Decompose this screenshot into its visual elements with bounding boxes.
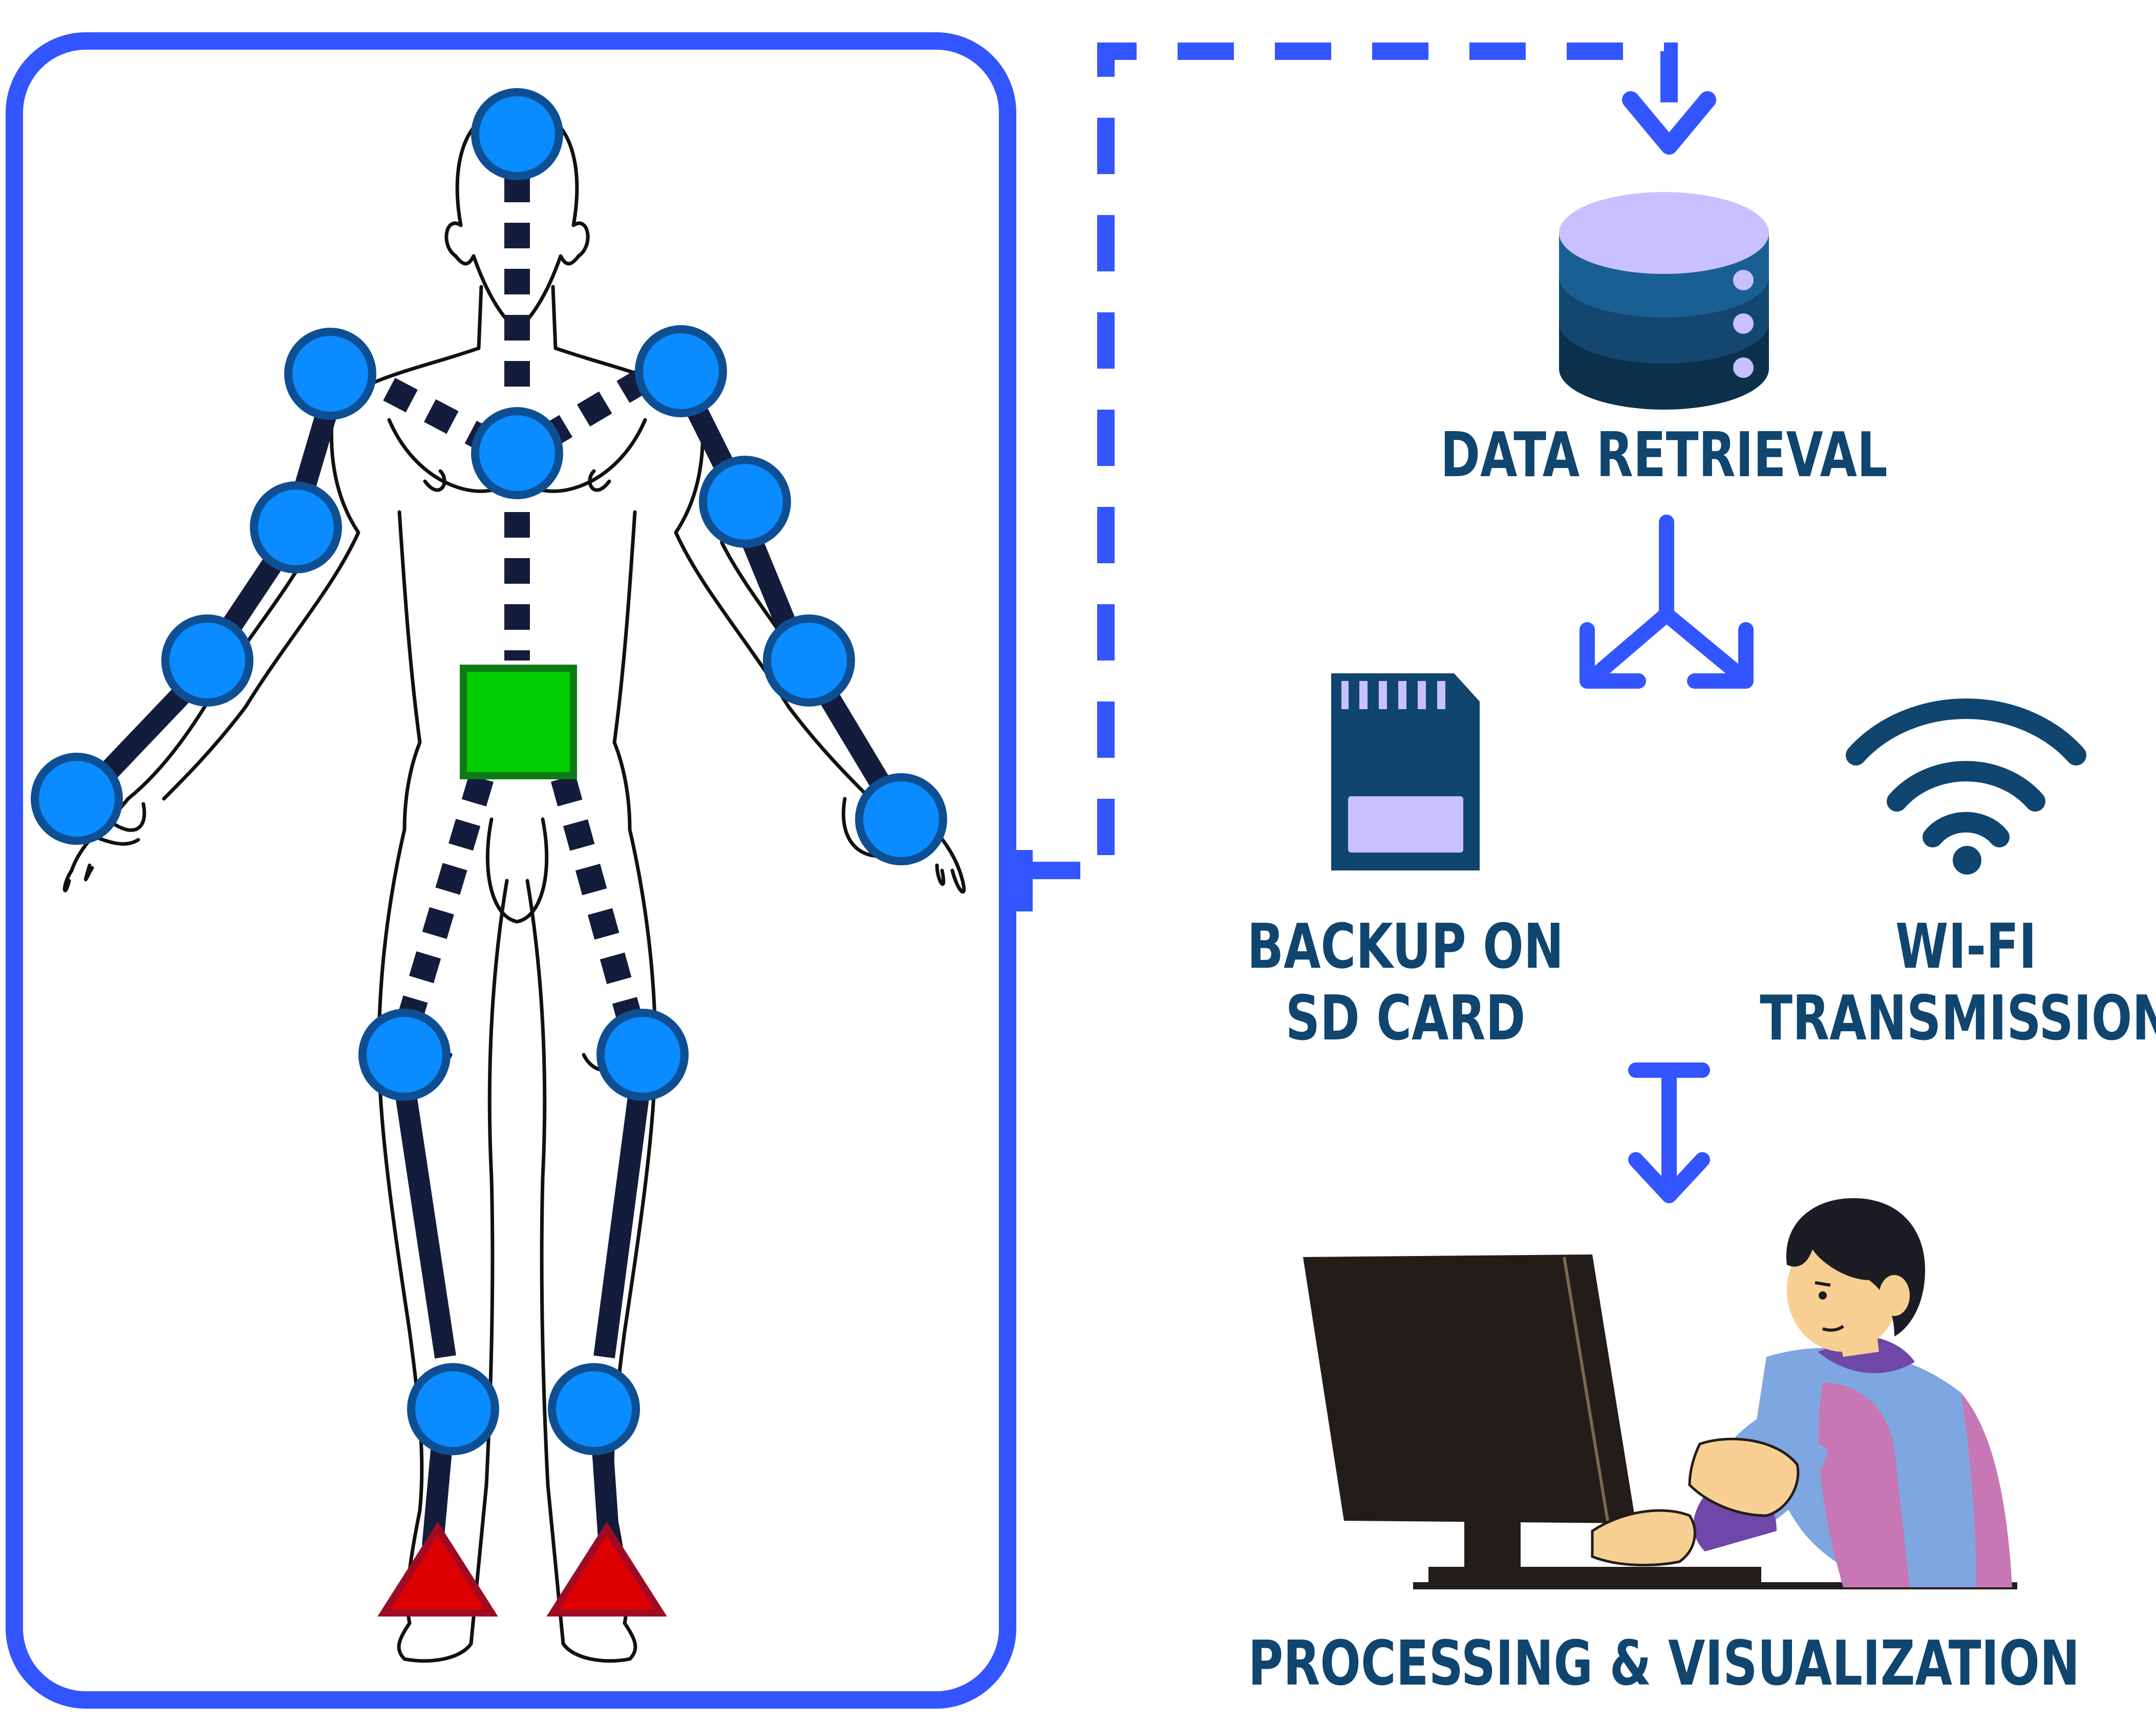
sensor-left-elbow	[250, 481, 342, 573]
right-forearm-bone	[742, 539, 799, 634]
backup-label-line2: SD CARD	[1286, 983, 1526, 1054]
data-retrieval-label: DATA RETRIEVAL	[1440, 420, 1887, 491]
skeleton-limbs	[84, 394, 890, 1547]
skeleton-dashed-links	[383, 177, 652, 1023]
left-shin-bone	[394, 1083, 456, 1359]
sensor-left-shoulder	[284, 328, 376, 420]
sensor-right-shoulder	[635, 325, 727, 417]
panel-to-retrieval-connector	[1015, 42, 1716, 911]
processing-visualization-label: PROCESSING & VISUALIZATION	[1248, 1628, 2080, 1699]
right-foot-sensor	[546, 1521, 667, 1616]
sensor-left-ankle	[407, 1363, 499, 1455]
central-hub-marker	[460, 665, 577, 779]
body-panel-frame	[6, 32, 1016, 1709]
sensor-chest	[471, 407, 563, 499]
sd-card-icon	[1331, 673, 1480, 870]
right-thigh-link	[550, 775, 643, 1023]
wifi-label-line1: WI-FI	[1895, 911, 2037, 983]
person-at-computer-icon	[1303, 1198, 2017, 1589]
right-shin-bone	[593, 1084, 651, 1358]
foot-sensors	[377, 1521, 667, 1616]
split-arrow-icon	[1579, 515, 1754, 689]
down-arrow-icon	[1628, 1062, 1710, 1203]
sensor-right-elbow	[699, 456, 791, 548]
wifi-label-line2: TRANSMISSION	[1760, 983, 2156, 1054]
sensor-nodes	[31, 88, 947, 1455]
sensor-left-knee	[358, 1009, 451, 1101]
human-body-outline	[62, 105, 966, 1663]
sensor-right-ankle	[548, 1363, 640, 1455]
database-icon	[1559, 192, 1769, 410]
sensor-right-forearm	[763, 614, 855, 707]
left-shoulder-link	[383, 377, 493, 452]
sensor-left-wrist	[31, 753, 123, 845]
sensor-right-wrist	[855, 773, 947, 865]
sensor-head	[471, 88, 563, 180]
sensor-left-forearm	[161, 614, 253, 707]
backup-label-line1: BACKUP ON	[1247, 911, 1564, 983]
sensor-right-knee	[596, 1009, 689, 1101]
left-thigh-link	[397, 774, 494, 1023]
right-shoulder-link	[544, 368, 652, 446]
wifi-icon	[1846, 698, 2086, 875]
left-foot-sensor	[377, 1521, 498, 1616]
